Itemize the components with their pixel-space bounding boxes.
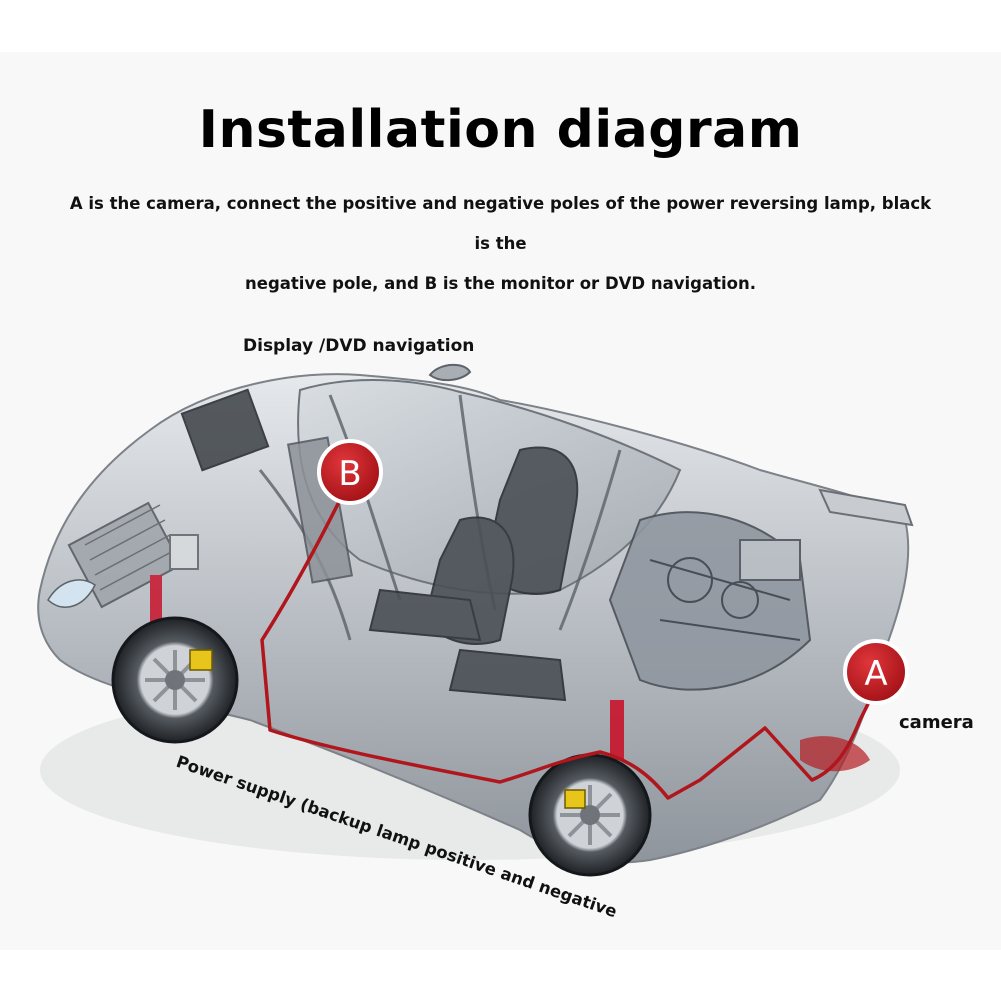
diagram-caption: A is the camera, connect the positive an… [60,184,941,304]
rear-engine [608,511,812,760]
label-display-dvd-navigation: Display /DVD navigation [243,336,475,356]
marker-b: B [317,439,383,505]
front-mechanics [67,388,354,630]
side-mirror [428,363,472,382]
headlight [47,579,96,608]
front-wheel [111,616,239,744]
diagram-title: Installation diagram [198,100,803,160]
marker-a: A [843,639,909,705]
caption-line-1: A is the camera, connect the positive an… [69,194,932,253]
marker-a-letter: A [864,654,887,694]
rear-wheel [528,753,652,877]
label-camera: camera [899,712,974,733]
tail-light [800,736,870,772]
seats [368,446,579,702]
marker-b-letter: B [338,454,361,494]
caption-line-2: negative pole, and B is the monitor or D… [245,274,756,293]
wiring-harness [260,479,872,800]
rear-spoiler [818,488,914,527]
